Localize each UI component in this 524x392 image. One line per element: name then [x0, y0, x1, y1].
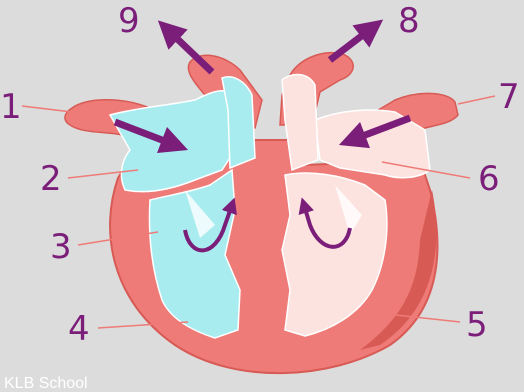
label-4: 4 [68, 309, 90, 349]
label-6: 6 [478, 159, 500, 199]
leader-line-7 [458, 96, 495, 104]
label-7: 7 [498, 77, 520, 117]
label-5: 5 [466, 305, 488, 345]
label-3: 3 [50, 227, 72, 267]
label-2: 2 [40, 159, 62, 199]
leader-line-1 [22, 106, 72, 112]
label-1: 1 [0, 87, 22, 127]
flow-arrow-aorta-out [330, 28, 372, 60]
label-8: 8 [398, 1, 420, 41]
footer-watermark: KLB School [4, 375, 88, 392]
label-9: 9 [118, 1, 140, 41]
